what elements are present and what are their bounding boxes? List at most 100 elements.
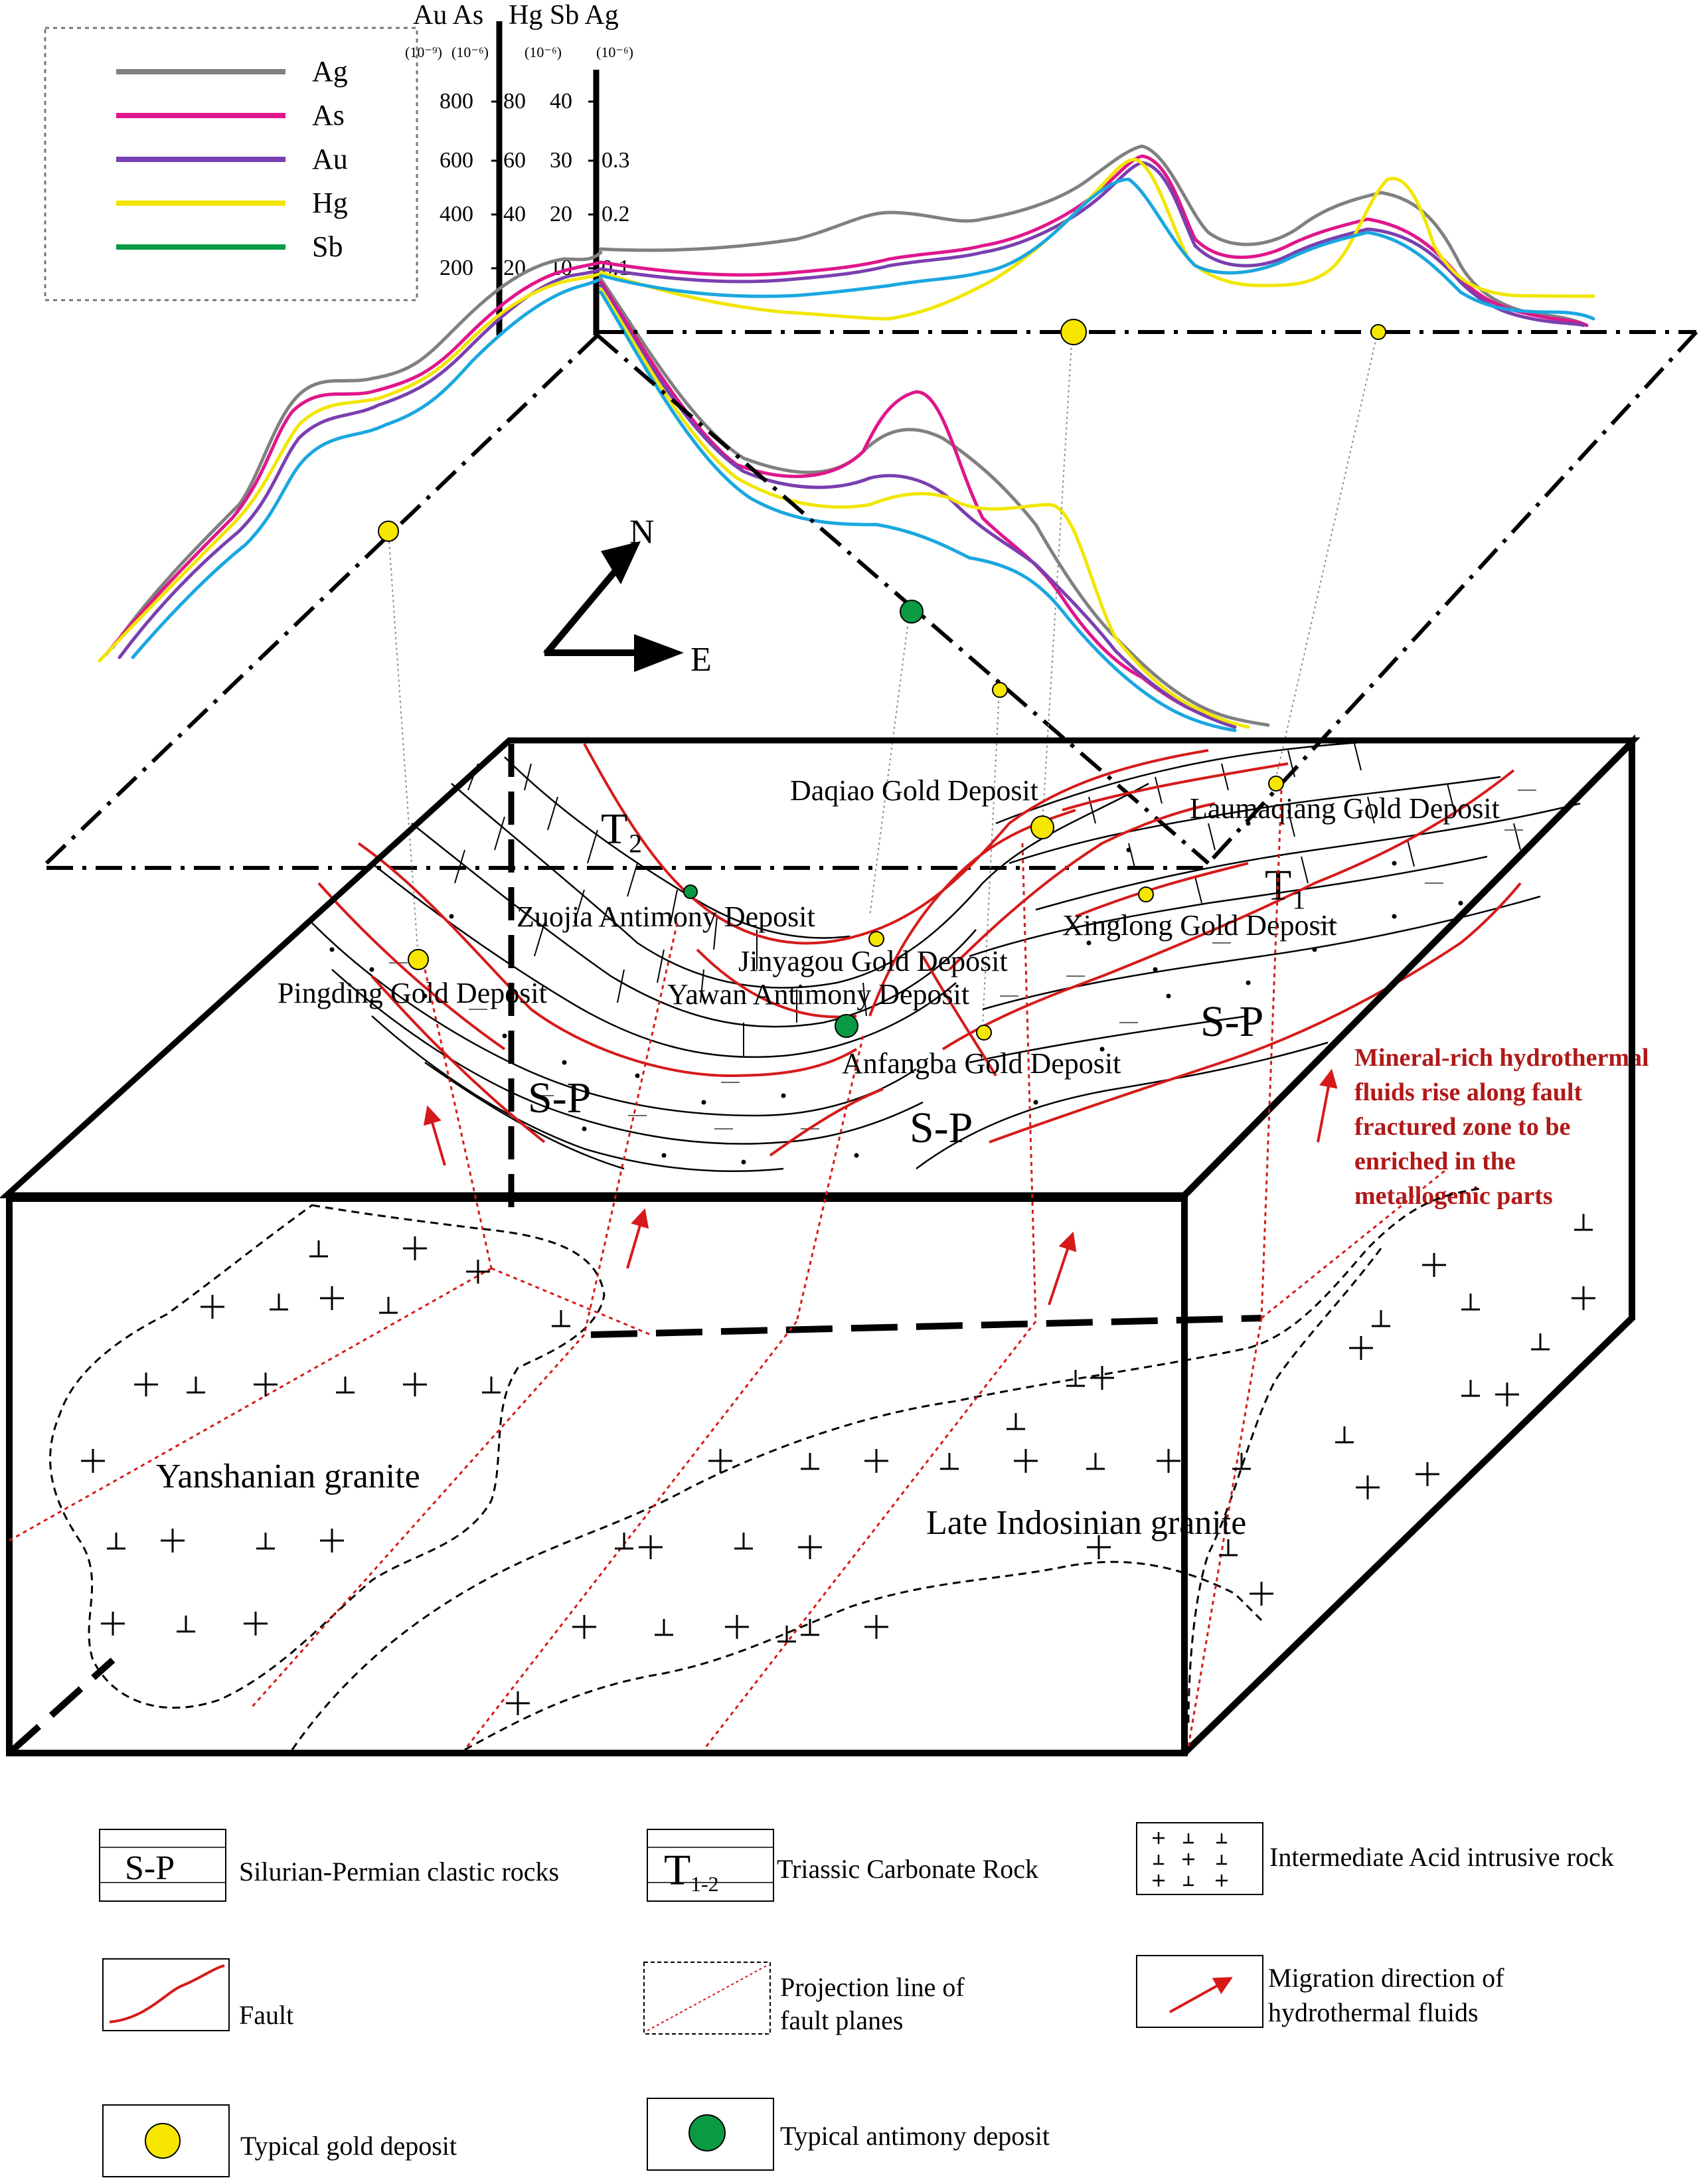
legend-label-sb: Sb <box>312 230 343 263</box>
fault-line <box>357 842 858 1078</box>
plane-edge-east <box>1206 330 1698 865</box>
faults <box>317 743 1522 1157</box>
profile-mid-cyan <box>599 290 1237 732</box>
unit-as: (10⁻⁶) <box>451 44 489 60</box>
gold-deposit-icon <box>1138 886 1154 902</box>
label-daqiao: Daqiao Gold Deposit <box>790 774 1038 807</box>
legend-intrusive-label: Intermediate Acid intrusive rock <box>1269 1842 1614 1872</box>
legend-item-projection: Projection line of fault planes <box>643 1962 965 2035</box>
gold-deposit-icon <box>1268 776 1284 792</box>
migration-arrow-icon <box>1048 1231 1077 1305</box>
label-xinglong: Xinglong Gold Deposit <box>1062 909 1336 942</box>
gold-projection-icon <box>992 682 1008 698</box>
unit-sp-right-label: S-P <box>1200 997 1263 1046</box>
fault-line <box>941 769 1515 1050</box>
gold-deposit-icon <box>408 949 429 970</box>
legend-label-as: As <box>312 99 345 131</box>
fault-line <box>989 882 1522 1143</box>
gold-deposit-icon <box>868 931 884 947</box>
hidden-edge <box>7 1657 116 1756</box>
profile-left-as <box>104 260 603 656</box>
annotation-line: fractured zone to be <box>1354 1113 1570 1141</box>
legend-item-intrusive: Intermediate Acid intrusive rock <box>1136 1822 1614 1895</box>
label-laumaqiang: Laumaqiang Gold Deposit <box>1190 792 1500 825</box>
profile-mid-as <box>599 280 1237 726</box>
legend-item-antimony: Typical antimony deposit <box>647 2098 1050 2171</box>
tick-as: 60 <box>503 148 526 173</box>
gold-deposit-icon <box>145 2123 181 2159</box>
legend-projection-label-2: fault planes <box>780 2005 904 2035</box>
profile-left-hg <box>98 272 603 663</box>
axis-header-left: Au As <box>413 0 483 31</box>
profile-right-as <box>599 154 1589 327</box>
profile-right-ag <box>599 144 1589 327</box>
profile-left-ag <box>111 250 603 649</box>
annotation-line: enriched in the <box>1354 1147 1516 1175</box>
fault-line <box>1075 862 1249 918</box>
legend-antimony-label: Typical antimony deposit <box>780 2121 1050 2151</box>
migration-arrow-icon <box>626 1208 649 1269</box>
legend-t-symbol: T <box>664 1846 690 1894</box>
fault-plane-projection-lines <box>9 790 1448 1750</box>
plane-edge-south <box>596 333 1210 865</box>
legend-migration-label-1: Migration direction of <box>1268 1963 1504 1993</box>
antimony-projection-icon <box>900 600 924 624</box>
late-indosinian-granite-lower-outline <box>464 1560 1263 1751</box>
projection-plane <box>44 330 1698 870</box>
yanshanian-granite-outline <box>49 1204 606 1709</box>
unit-sp-center-label: S-P <box>910 1104 973 1152</box>
unit-hg: (10⁻⁶) <box>525 44 562 60</box>
tick-au: 200 <box>440 256 473 280</box>
label-zuojia: Zuojia Antimony Deposit <box>517 900 815 933</box>
tick-au: 400 <box>440 202 473 226</box>
block-front-face <box>6 1195 1188 1756</box>
profile-left-cyan <box>131 277 603 659</box>
silurian-permian-strata <box>311 855 1541 1172</box>
fault-line <box>769 1088 884 1157</box>
fault-line <box>948 802 1216 971</box>
profile-left-au <box>118 267 603 659</box>
profile-mid-au <box>599 284 1237 729</box>
axis-header-right: Hg Sb Ag <box>509 0 619 31</box>
migration-arrows <box>423 1105 1077 1305</box>
legend-item-migration: Migration direction of hydrothermal flui… <box>1136 1955 1504 2028</box>
concentration-axes: Au As Hg Sb Ag (10⁻⁹) (10⁻⁶) (10⁻⁶) (10⁻… <box>405 0 633 335</box>
gold-projection-icon <box>378 521 399 542</box>
annotation-line: Mineral-rich hydrothermal <box>1354 1044 1649 1072</box>
tick-ag: 0.3 <box>602 148 630 173</box>
legend-item-triassic: T 1-2 Triassic Carbonate Rock <box>647 1829 1038 1902</box>
unit-t2-label: T₂ <box>601 805 643 853</box>
legend-projection-label-1: Projection line of <box>780 1972 965 2002</box>
geochemical-profiles <box>98 144 1595 732</box>
label-yawan: Yawan Antimony Deposit <box>667 978 969 1011</box>
fault-line <box>583 743 1209 945</box>
legend-t-subscript: 1-2 <box>690 1872 719 1896</box>
tick-as: 20 <box>503 256 526 280</box>
label-jinyagou: Jinyagou Gold Deposit <box>738 945 1008 977</box>
label-yanshanian-granite: Yanshanian granite <box>156 1458 420 1495</box>
compass: N E <box>543 513 712 679</box>
gold-deposit-icon <box>976 1025 992 1041</box>
triassic-carbonate-pattern <box>371 739 1581 1058</box>
legend-label-ag: Ag <box>312 55 348 88</box>
gold-projection-icon <box>1060 319 1087 345</box>
block-right-face <box>1182 734 1635 1756</box>
annotation-line: metallogenic parts <box>1354 1182 1553 1210</box>
legend-migration-label-2: hydrothermal fluids <box>1268 1997 1479 2027</box>
hidden-edge <box>590 1315 1262 1338</box>
label-anfangba: Anfangba Gold Deposit <box>842 1047 1121 1080</box>
unit-ag: (10⁻⁶) <box>596 44 633 60</box>
tick-au: 800 <box>440 89 473 114</box>
map-legend: S-P Silurian-Permian clastic rocks T 1-2… <box>99 1822 1614 2177</box>
antimony-deposit-icon <box>688 2114 726 2151</box>
label-late-indosinian-granite: Late Indosinian granite <box>926 1504 1246 1542</box>
legend-label-au: Au <box>312 143 348 175</box>
antimony-deposit-icon <box>683 884 698 899</box>
label-pingding: Pingding Gold Deposit <box>278 977 547 1009</box>
profile-right-cyan <box>599 177 1595 321</box>
projected-deposit-symbols <box>378 319 1386 698</box>
tick-hg: 20 <box>550 202 572 226</box>
